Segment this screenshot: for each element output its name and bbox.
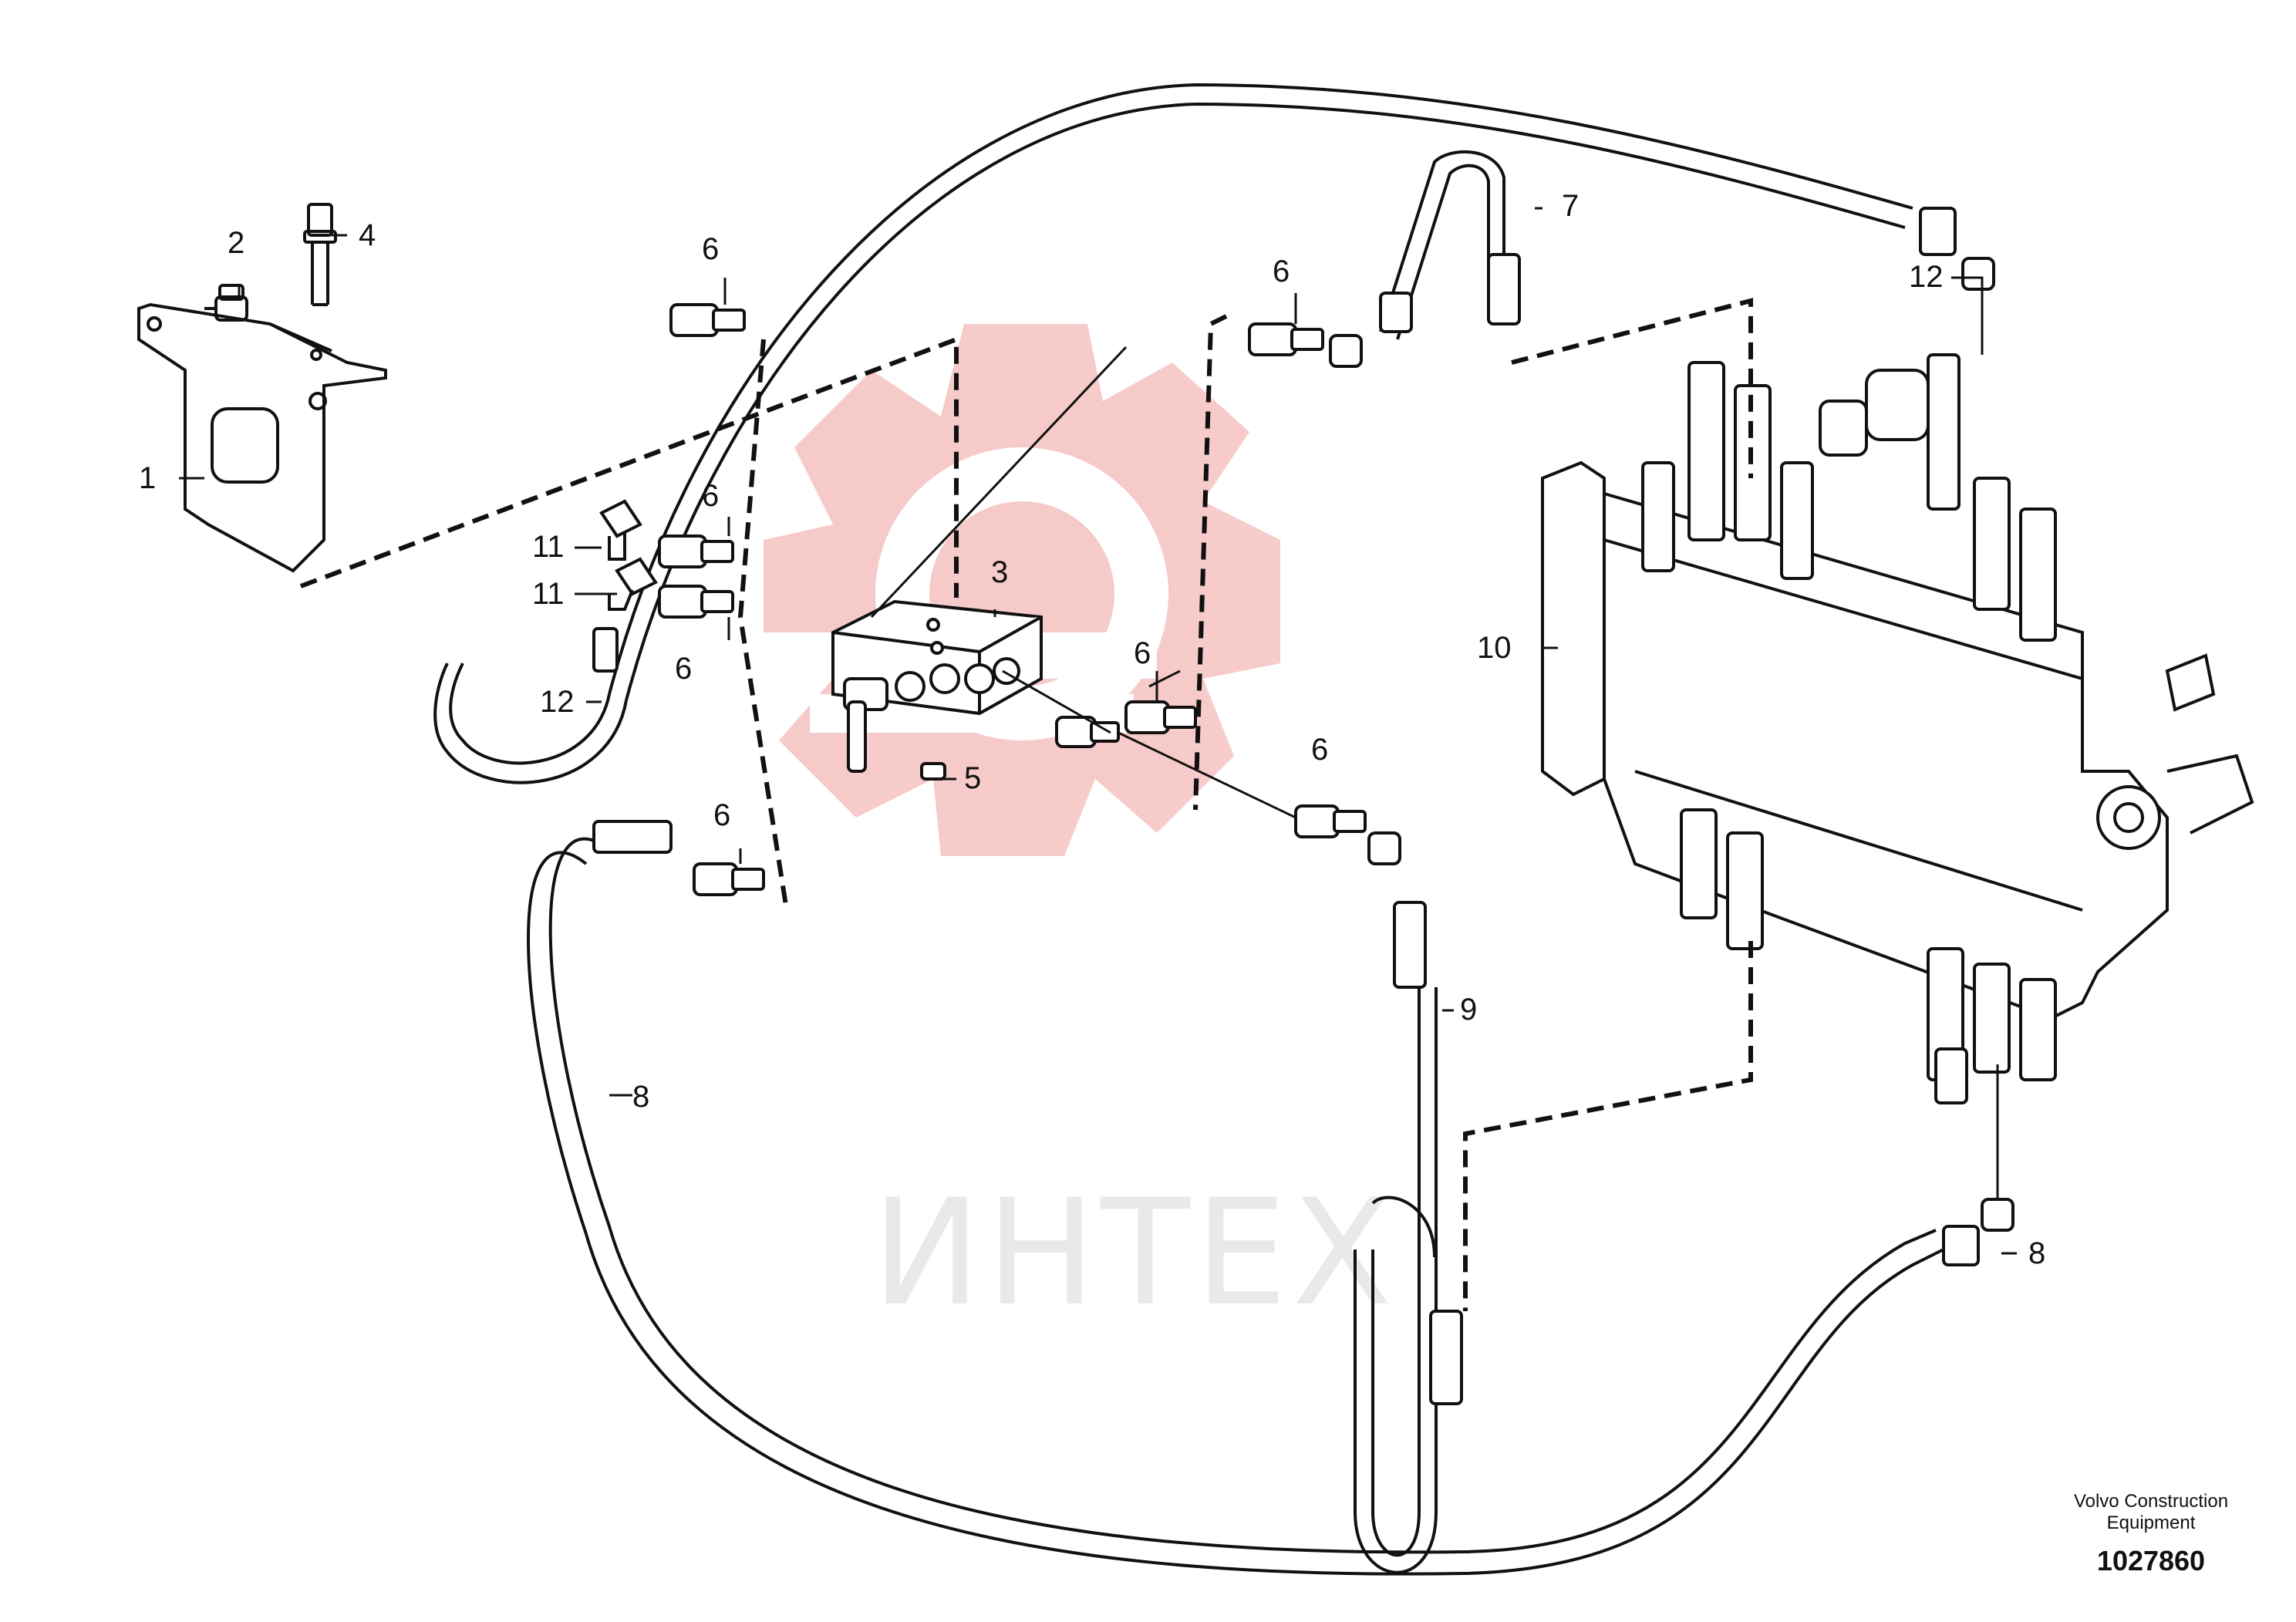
callout-11-lower: 11 xyxy=(532,577,565,611)
callout-6-top-right: 6 xyxy=(1273,255,1290,288)
callout-2: 2 xyxy=(228,226,244,260)
long-bolt-part xyxy=(303,203,337,361)
callout-7: 7 xyxy=(1562,189,1579,223)
leader-lines xyxy=(179,207,2017,1255)
callout-10: 10 xyxy=(1477,631,1512,665)
watermark-text: ИНТЕХ xyxy=(872,1168,1397,1338)
callout-11-upper: 11 xyxy=(532,530,565,564)
bracket-part xyxy=(137,302,387,573)
callout-9: 9 xyxy=(1460,993,1477,1027)
callout-5: 5 xyxy=(964,761,981,795)
callouts: 1 2 3 4 5 6 6 6 6 6 6 6 7 8 8 9 10 11 11… xyxy=(139,189,2045,1270)
callout-1: 1 xyxy=(139,461,156,495)
callout-12-right: 12 xyxy=(1909,260,1944,294)
callout-6-center: 6 xyxy=(1134,636,1151,670)
callout-4: 4 xyxy=(359,218,376,252)
small-bolt-part xyxy=(204,284,248,322)
callout-3: 3 xyxy=(991,555,1008,589)
credit-block: Volvo Construction Equipment 1027860 xyxy=(2051,1491,2251,1577)
drawing-number: 1027860 xyxy=(2096,1545,2206,1576)
callout-6-mid-lower: 6 xyxy=(675,652,692,686)
callout-6-right: 6 xyxy=(1311,733,1328,767)
fittings xyxy=(592,207,2014,1405)
callout-6-lower-left: 6 xyxy=(713,798,730,832)
control-valve xyxy=(1541,353,2254,1104)
hose-lines xyxy=(433,83,1944,1576)
callout-6-mid-upper: 6 xyxy=(702,479,719,513)
watermark-logo xyxy=(756,324,1280,856)
callout-12-left: 12 xyxy=(540,685,575,719)
callout-8-left: 8 xyxy=(632,1080,649,1114)
manifold-block xyxy=(831,599,1043,781)
callout-8-right: 8 xyxy=(2028,1236,2045,1270)
brand-label: Volvo Construction Equipment xyxy=(2073,1491,2229,1533)
callout-6-top: 6 xyxy=(702,232,719,266)
dashed-lines xyxy=(299,298,1753,1311)
